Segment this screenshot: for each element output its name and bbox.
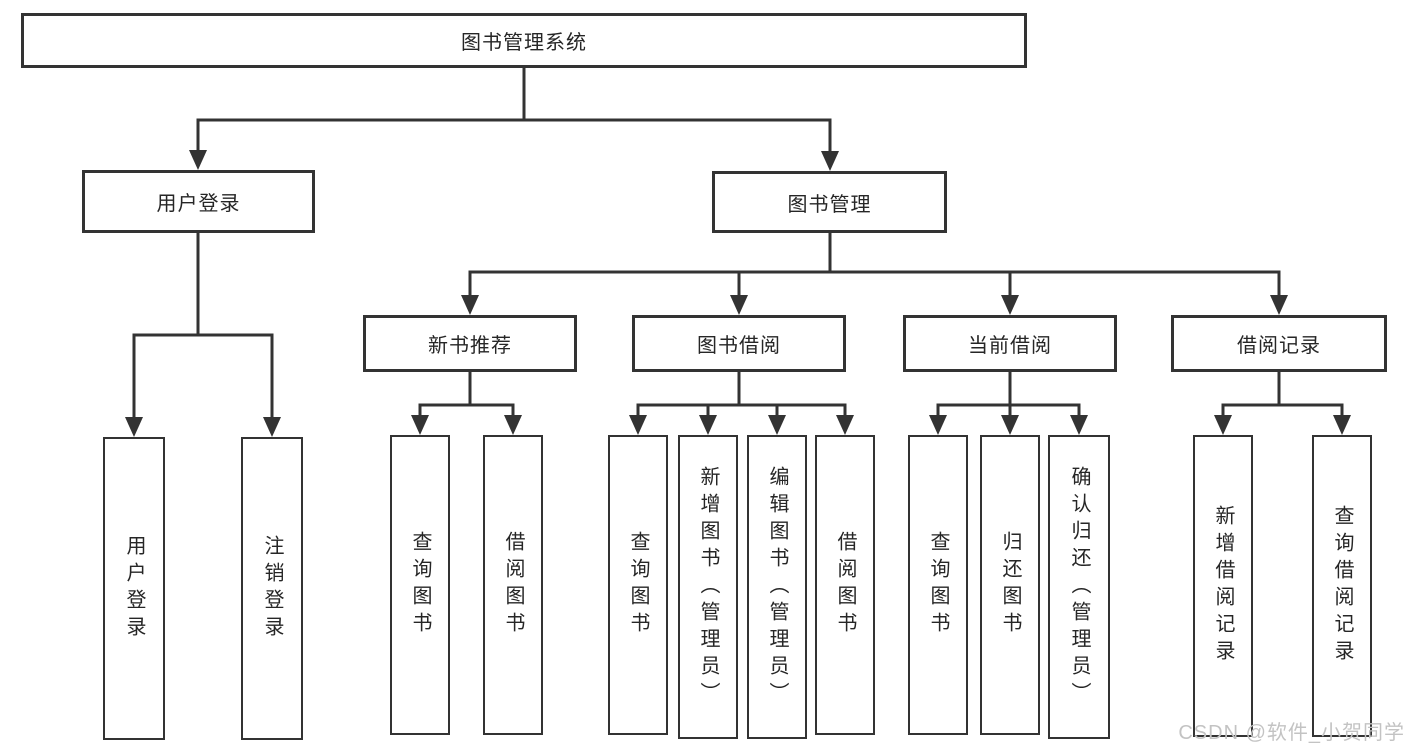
connector-book-mgmt-to-level3 [461,233,1288,315]
node-label: 用户登录 [123,534,145,643]
node-leaf-logout: 注销登录 [241,437,303,740]
connector-new-book-to-leaves [411,372,522,435]
node-label: 查询图书 [927,531,949,639]
node-new-book-recommend: 新书推荐 [363,315,577,372]
node-leaf-add-book-admin: 新增图书（管理员） [678,435,738,739]
connector-user-login-to-leaves [125,233,281,437]
node-root: 图书管理系统 [21,13,1027,68]
node-user-login: 用户登录 [82,170,315,233]
node-leaf-add-borrow-record: 新增借阅记录 [1193,435,1253,737]
node-label: 新增图书（管理员） [697,465,719,709]
node-label: 归还图书 [999,531,1021,639]
node-label: 确认归还（管理员） [1068,465,1090,709]
connector-book-borrow-to-leaves [629,372,854,435]
connector-current-borrow-to-leaves [929,372,1088,435]
node-label: 借阅图书 [502,531,524,639]
node-label: 编辑图书（管理员） [766,465,788,709]
connector-borrow-records-to-leaves [1214,372,1351,435]
node-book-management: 图书管理 [712,171,947,233]
node-leaf-borrow-books-recommend: 借阅图书 [483,435,543,735]
node-label: 查询图书 [409,531,431,639]
node-leaf-user-login: 用户登录 [103,437,165,740]
csdn-watermark: CSDN @软件_小贺同学 [1178,722,1405,744]
node-leaf-edit-book-admin: 编辑图书（管理员） [747,435,807,739]
node-current-borrow: 当前借阅 [903,315,1117,372]
node-label: 借阅图书 [834,531,856,639]
node-leaf-query-borrow-record: 查询借阅记录 [1312,435,1372,737]
node-leaf-return-book: 归还图书 [980,435,1040,735]
node-leaf-borrow-books: 借阅图书 [815,435,875,735]
node-leaf-confirm-return-admin: 确认归还（管理员） [1048,435,1110,739]
node-label: 新增借阅记录 [1212,505,1234,667]
node-label: 查询借阅记录 [1331,505,1353,667]
node-label: 注销登录 [261,534,283,643]
connector-root-to-level2 [189,68,839,171]
node-leaf-query-books-current: 查询图书 [908,435,968,735]
node-leaf-query-books-recommend: 查询图书 [390,435,450,735]
node-borrow-records: 借阅记录 [1171,315,1387,372]
node-book-borrow: 图书借阅 [632,315,846,372]
node-leaf-query-books-borrow: 查询图书 [608,435,668,735]
node-label: 查询图书 [627,531,649,639]
